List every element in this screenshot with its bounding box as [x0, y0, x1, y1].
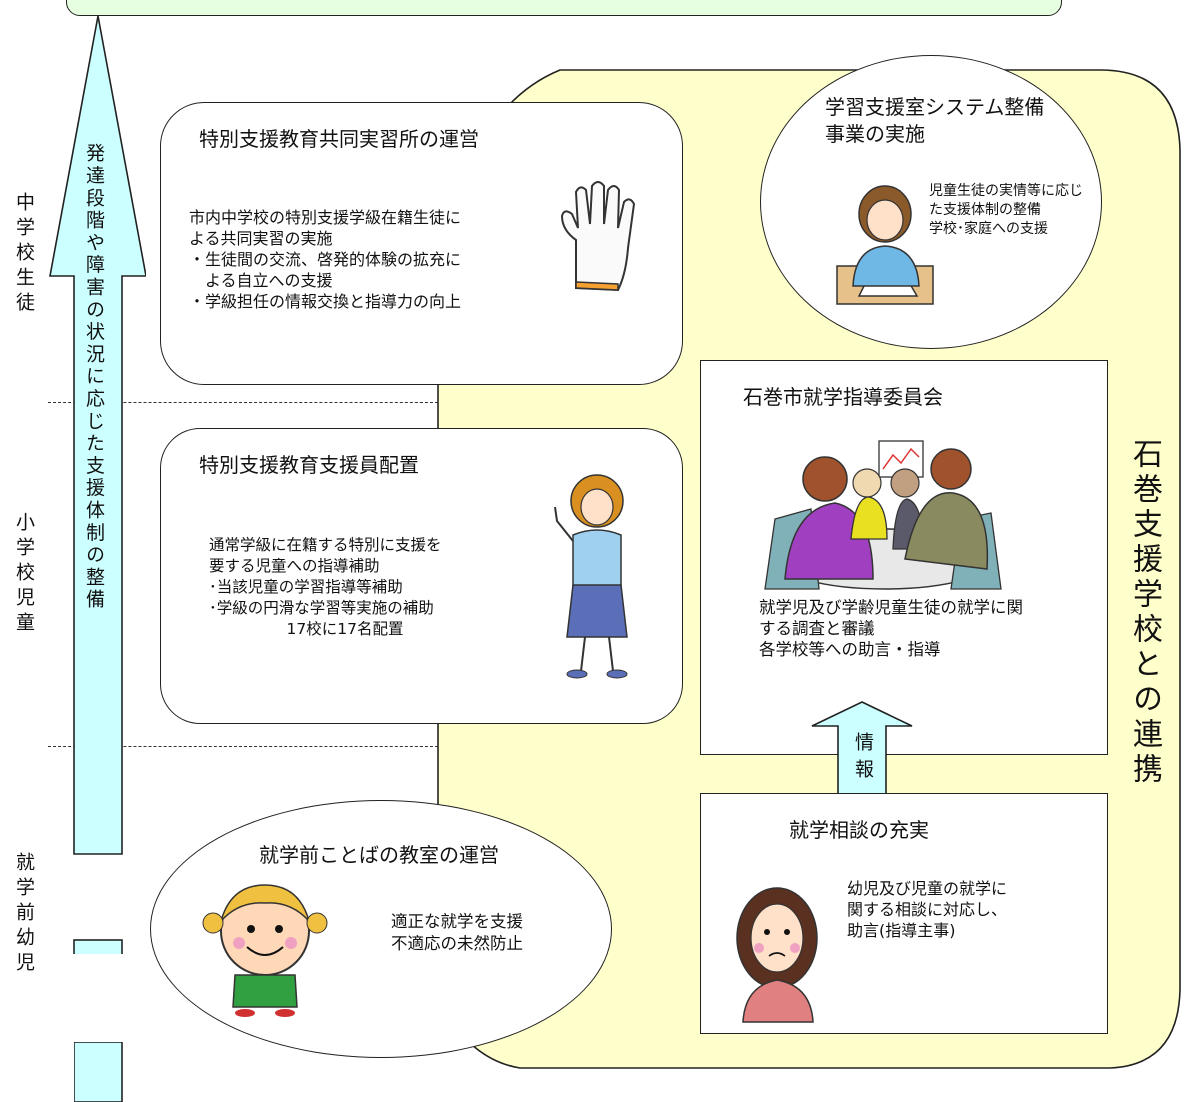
arrow-caption-text: 発達段階や障害の状況に応じた支援体制の整備 — [83, 143, 105, 612]
arrow-caption: 発達段階や障害の状況に応じた支援体制の整備 — [82, 143, 106, 611]
box-body: 幼児及び児童の就学に 関する相談に対応し、 助言(指導主事) — [847, 879, 1008, 940]
development-arrow — [49, 15, 146, 954]
info-arrow-text: 情報 — [852, 732, 874, 786]
woman-pointing-icon — [554, 474, 628, 679]
box-title: 就学前ことばの教室の運営 — [259, 843, 499, 867]
box-title: 特別支援教育共同実習所の運営 — [199, 127, 479, 151]
stage-label-text: 中学校生徒 — [13, 192, 35, 317]
arrow-tail-block — [74, 1042, 123, 1102]
box-title: 就学相談の充実 — [789, 818, 929, 842]
box-body: 児童生徒の実情等に応じ た支援体制の整備 学校･家庭への支援 — [929, 183, 1083, 237]
info-arrow-label: 情報 — [852, 732, 874, 786]
smiling-child-icon — [202, 884, 328, 1017]
box-body: 就学児及び学齢児童生徒の就学に関 する調査と審議 各学校等への助言・指導 — [759, 598, 1023, 659]
meeting-group-icon — [764, 440, 1002, 590]
guidance-committee-box: 石巻市就学指導委員会 就学児及び学齢児童生徒の就学に関 する調査と審議 各学校等… — [700, 360, 1108, 755]
stage-label-text: 就学前幼児 — [13, 852, 35, 977]
stage-label-junior-high: 中学校生徒 — [10, 192, 38, 317]
box-body: 適正な就学を支援 不適応の未然防止 — [391, 912, 523, 953]
stage-label-elementary: 小学校児童 — [10, 512, 38, 637]
box-title: 石巻市就学指導委員会 — [743, 385, 943, 409]
partner-label-text: 石巻支援学校との連携 — [1127, 438, 1162, 788]
work-glove-icon — [560, 181, 636, 292]
box-body: 市内中学校の特別支援学級在籍生徒に よる共同実習の実施 ・生徒間の交流、啓発的体… — [189, 208, 462, 311]
stage-divider-lower — [48, 746, 438, 747]
box-title: 学習支援室システム整備 事業の実施 — [825, 95, 1045, 146]
learning-support-room-box: 学習支援室システム整備 事業の実施 児童生徒の実情等に応じ た支援体制の整備 学… — [760, 55, 1102, 349]
support-staff-box: 特別支援教育支援員配置 通常学級に在籍する特別に支援を 要する児童への指導補助 … — [160, 428, 683, 724]
joint-practice-box: 特別支援教育共同実習所の運営 市内中学校の特別支援学級在籍生徒に よる共同実習の… — [160, 102, 683, 385]
box-body: 通常学級に在籍する特別に支援を 要する児童への指導補助 ･当該児童の学習指導等補… — [209, 536, 442, 638]
consultation-box: 就学相談の充実 幼児及び児童の就学に 関する相談に対応し、 助言(指導主事) — [700, 793, 1108, 1034]
box-title: 特別支援教育支援員配置 — [199, 453, 419, 477]
stage-label-text: 小学校児童 — [13, 512, 35, 637]
stage-divider-upper — [48, 402, 438, 403]
preschool-speech-box: 就学前ことばの教室の運営 適正な就学を支援 不適応の未然防止 — [150, 800, 612, 1058]
worried-woman-icon — [736, 887, 818, 1023]
partner-label: 石巻支援学校との連携 — [1126, 438, 1162, 788]
woman-writing-icon — [836, 185, 934, 305]
stage-label-preschool: 就学前幼児 — [10, 852, 38, 977]
